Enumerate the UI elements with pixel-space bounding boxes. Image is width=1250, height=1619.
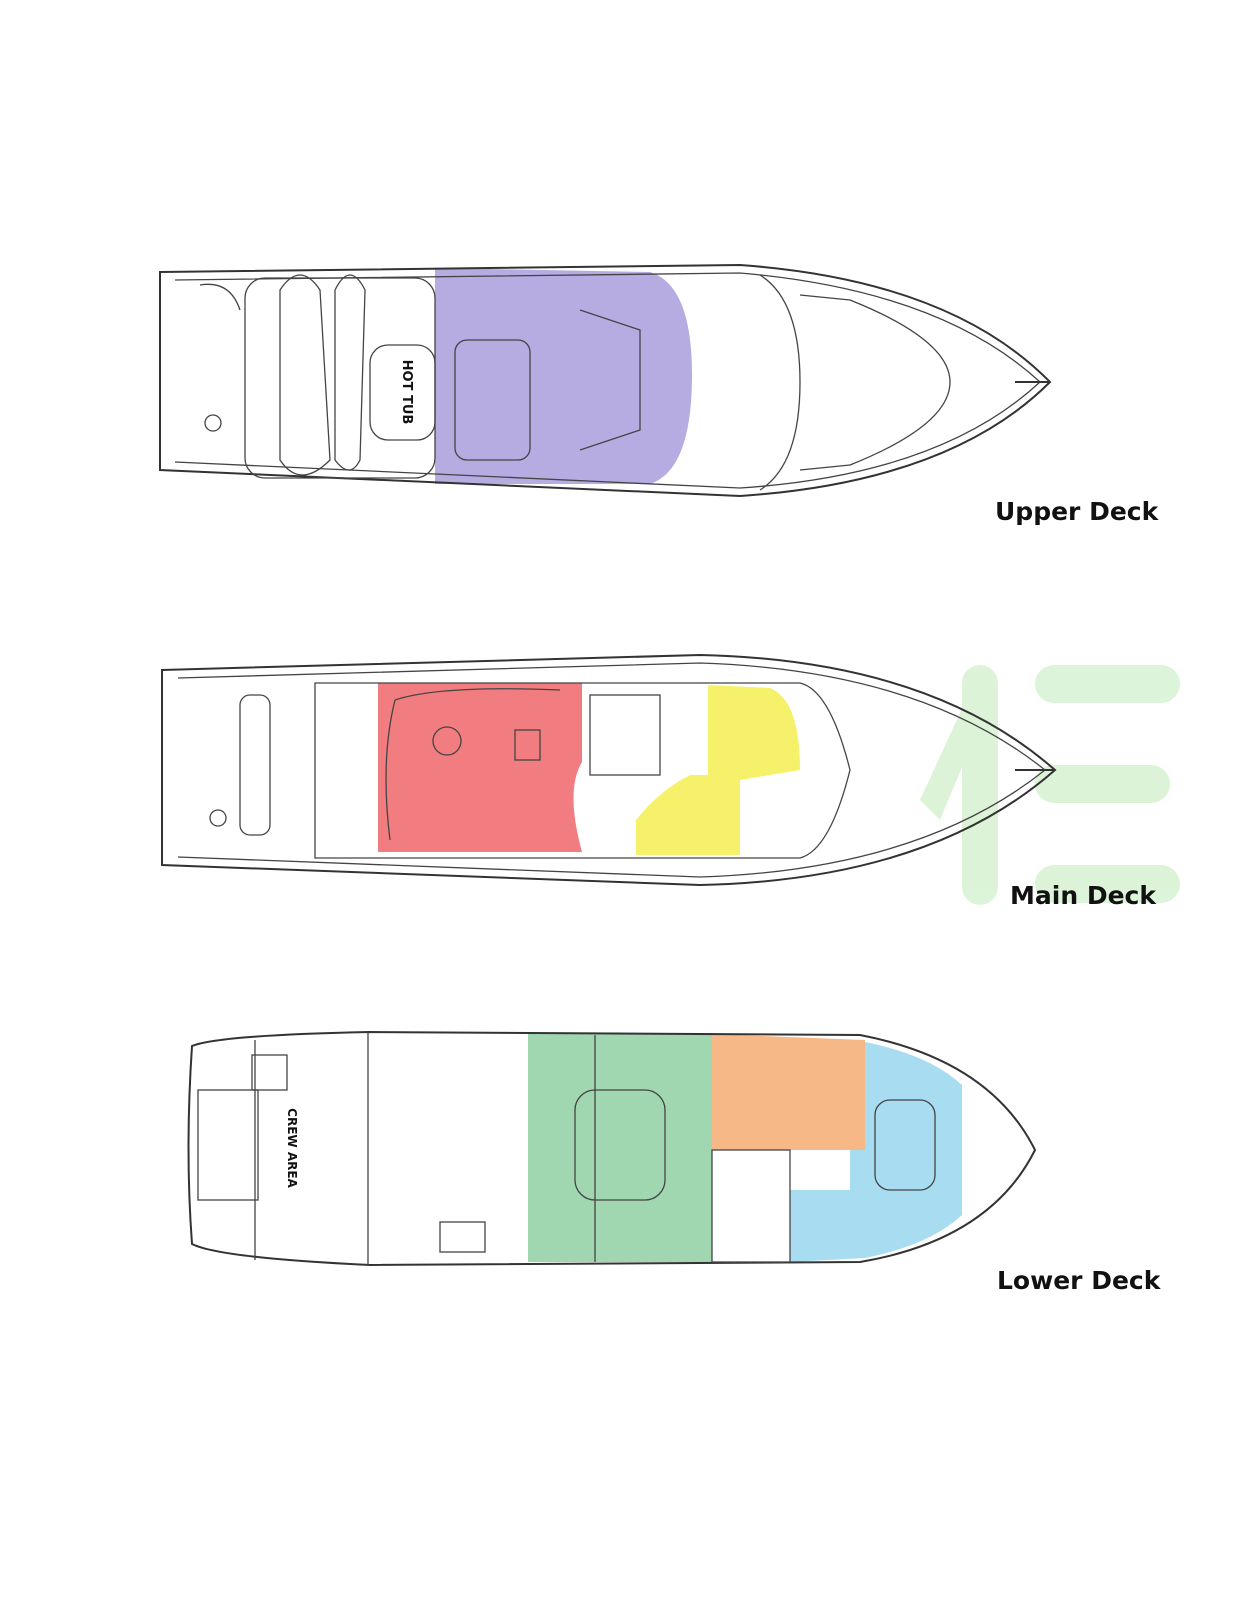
watermark-logo	[920, 665, 1180, 905]
lower-deck-zone-green	[528, 1033, 712, 1262]
lower-deck-zone-orange	[712, 1034, 865, 1150]
lower-hull-outline	[187, 1030, 1037, 1267]
upper-deck-zone-purple	[435, 268, 692, 484]
main-hull-outline	[161, 653, 1057, 887]
crew-area-label: CREW AREA	[285, 1108, 299, 1188]
lower-deck-zone-blue	[790, 1042, 962, 1262]
hot-tub-label: HOT TUB	[399, 360, 414, 425]
upper-deck-label: Upper Deck	[995, 497, 1159, 526]
lower-deck-plan	[187, 1030, 1037, 1267]
main-deck-label: Main Deck	[1010, 881, 1156, 910]
lower-deck-label: Lower Deck	[997, 1266, 1161, 1295]
main-deck-zone-red	[378, 683, 582, 852]
upper-deck-plan	[159, 263, 1052, 498]
main-deck-zone-yellow	[636, 685, 800, 855]
main-deck-plan	[161, 653, 1057, 887]
